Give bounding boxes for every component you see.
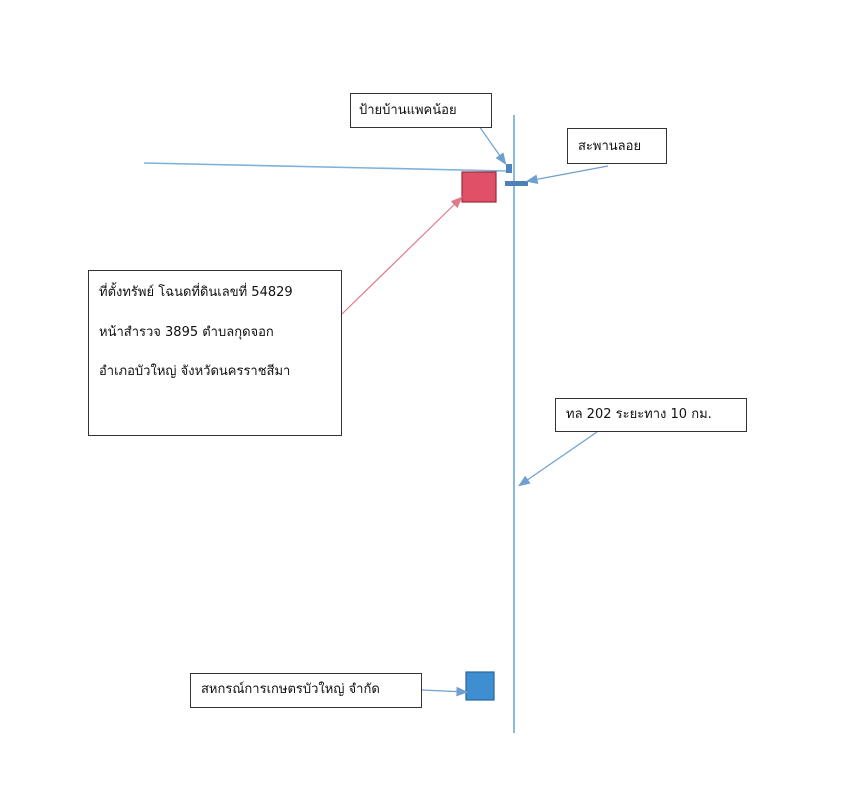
- cooperative-arrow: [421, 686, 469, 697]
- property-arrow: [341, 196, 463, 315]
- property-marker: [461, 171, 497, 203]
- village-sign-marker: [506, 164, 512, 173]
- property-line-2: หน้าสำรวจ 3895 ตำบลกุดจอก: [99, 324, 274, 340]
- pontoon-bridge-marker: [505, 181, 528, 186]
- side-road-line: [143, 162, 507, 172]
- road-label-text: ทล 202 ระยะทาง 10 กม.: [566, 407, 712, 422]
- pontoon-bridge-arrow: [525, 165, 609, 184]
- cooperative-marker: [465, 671, 495, 701]
- village-sign-arrow: [478, 125, 507, 165]
- property-label: ที่ตั้งทรัพย์ โฉนดที่ดินเลขที่ 54829 หน้…: [88, 270, 342, 436]
- cooperative-label: สหกรณ์การเกษตรบัวใหญ่ จำกัด: [190, 673, 422, 708]
- village-sign-label-text: ป้ายบ้านแพคน้อย: [359, 103, 457, 118]
- cooperative-label-text: สหกรณ์การเกษตรบัวใหญ่ จำกัด: [201, 682, 380, 697]
- village-sign-label: ป้ายบ้านแพคน้อย: [350, 93, 492, 128]
- property-line-3: อำเภอบัวใหญ่ จังหวัดนครราชสีมา: [99, 364, 291, 380]
- road-arrow: [518, 431, 598, 487]
- road-label: ทล 202 ระยะทาง 10 กม.: [555, 398, 747, 432]
- property-line-1: ที่ตั้งทรัพย์ โฉนดที่ดินเลขที่ 54829: [99, 285, 293, 300]
- pontoon-bridge-label: สะพานลอย: [567, 128, 667, 164]
- pontoon-bridge-label-text: สะพานลอย: [578, 139, 642, 154]
